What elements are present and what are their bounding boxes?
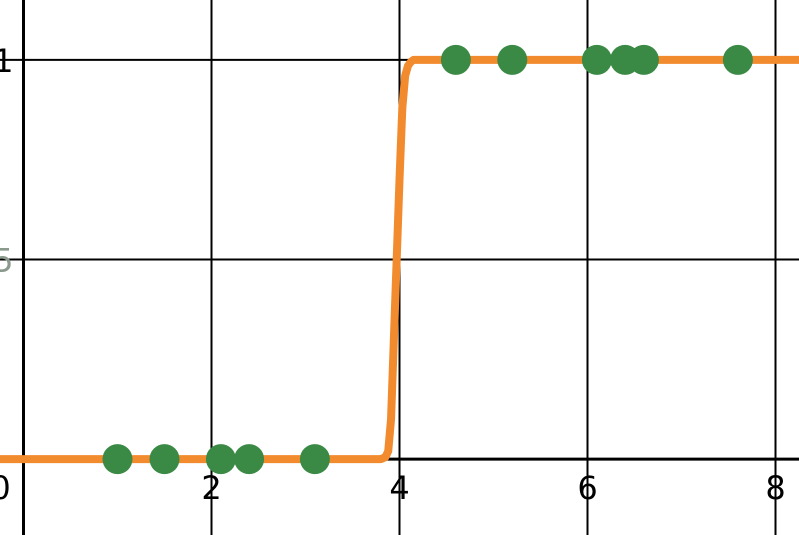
data-point-10	[628, 44, 659, 75]
data-point-6	[440, 44, 471, 75]
data-point-1	[102, 444, 133, 475]
data-point-11	[722, 44, 753, 75]
data-point-7	[497, 44, 528, 75]
x-tick-label-8: 8	[765, 469, 785, 507]
data-point-5	[299, 444, 330, 475]
x-tick-label-2: 2	[201, 469, 221, 507]
x-tick-label-4: 4	[389, 469, 409, 507]
data-point-2	[149, 444, 180, 475]
x-tick-label-0: 0	[0, 469, 11, 507]
sigmoid-curve	[0, 55, 799, 464]
y-tick-label-0.5: 0.5	[0, 242, 14, 280]
data-point-3	[205, 444, 236, 475]
data-point-8	[581, 44, 612, 75]
tick-labels: 0 2 4 6 8 0.5 1	[0, 42, 786, 507]
y-tick-label-1: 1	[0, 42, 14, 80]
x-tick-label-6: 6	[577, 469, 597, 507]
data-series	[0, 44, 799, 475]
data-point-4	[234, 444, 265, 475]
